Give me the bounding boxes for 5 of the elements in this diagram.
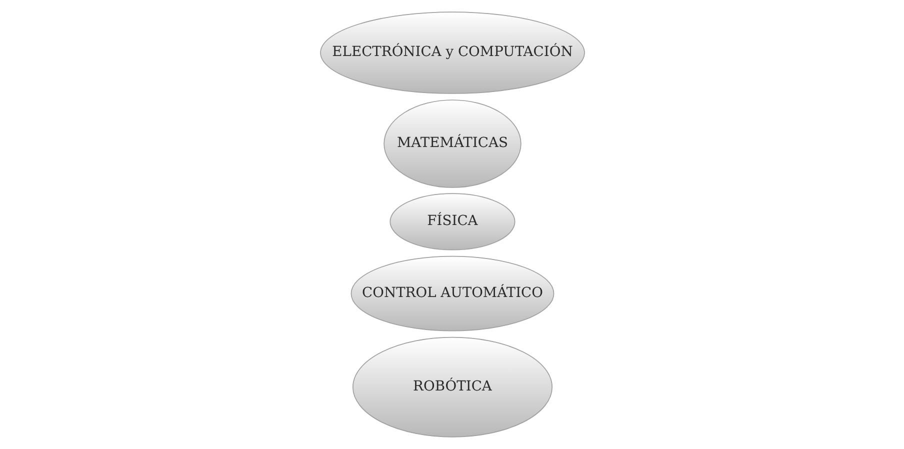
- node-ellipse: MATEMÁTICAS: [383, 100, 521, 188]
- node-ellipse: FÍSICA: [389, 193, 515, 250]
- node-ellipse: ROBÓTICA: [352, 336, 552, 438]
- node-ellipse: ELECTRÓNICA y COMPUTACIÓN: [320, 12, 584, 94]
- node-ellipse: CONTROL AUTOMÁTICO: [350, 256, 554, 332]
